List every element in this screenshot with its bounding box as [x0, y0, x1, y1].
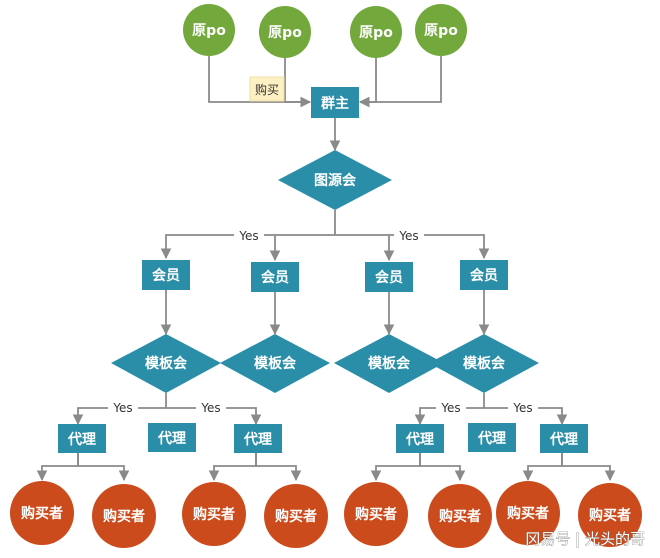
edge-source3-owner	[358, 56, 377, 108]
edge-source4-owner	[358, 56, 442, 108]
source-label: 原po	[359, 25, 393, 41]
watermark-text: 冈易号 | 光头的哥	[525, 530, 645, 548]
buyer-node: 购买者	[10, 481, 74, 545]
buy-note-label: 购买	[255, 82, 279, 97]
agent-node: 代理	[540, 424, 588, 453]
template-label: 模板会	[254, 355, 297, 372]
buyer-label: 购买者	[103, 508, 145, 525]
source-label: 原po	[268, 25, 302, 41]
buyer-label: 购买者	[439, 508, 481, 525]
member-label: 会员	[470, 267, 498, 284]
edge-agent2-buyer3	[208, 453, 257, 482]
member-node: 会员	[142, 260, 190, 290]
yes-label: Yes	[398, 229, 418, 243]
edge-branch-left	[160, 234, 335, 260]
buyer-label: 购买者	[589, 507, 631, 524]
edge-agent6-buyer7	[522, 453, 563, 482]
member-nodes: 会员 会员 会员 会员	[142, 260, 508, 292]
agent-node: 代理	[234, 424, 282, 453]
group-owner-node: 群主	[311, 87, 359, 118]
source-nodes: 原po 原po 原po 原po	[183, 4, 467, 58]
watermark: 冈易号 | 光头的哥	[525, 530, 645, 549]
member-label: 会员	[152, 267, 180, 284]
image-source-group-node: 图源会	[278, 150, 392, 210]
image-source-group-label: 图源会	[314, 172, 357, 189]
buyer-node: 购买者	[182, 482, 246, 546]
member-node: 会员	[251, 262, 299, 292]
template-node: 模板会	[429, 334, 539, 393]
buyer-label: 购买者	[193, 506, 235, 523]
buyer-label: 购买者	[355, 506, 397, 523]
agent-label: 代理	[67, 431, 96, 448]
agent-label: 代理	[405, 431, 434, 448]
template-nodes: 模板会 模板会 模板会 模板会	[111, 334, 539, 393]
edge-agent1-buyer2	[77, 453, 130, 482]
buyer-nodes: 购买者 购买者 购买者 购买者 购买者 购买者 购买者 购买者	[10, 481, 642, 548]
edge-source1-owner	[208, 56, 312, 108]
source-node: 原po	[350, 6, 402, 58]
buy-note: 购买	[249, 76, 285, 102]
agent-node: 代理	[58, 424, 106, 453]
buyer-node: 购买者	[264, 484, 328, 548]
yes-label: Yes	[440, 401, 460, 415]
edge-agent2-buyer4	[255, 453, 302, 482]
yes-label: Yes	[200, 401, 220, 415]
agent-label: 代理	[477, 430, 506, 447]
edges	[36, 56, 616, 482]
edge-source2-owner	[284, 56, 312, 108]
source-label: 原po	[192, 23, 226, 39]
buyer-label: 购买者	[275, 508, 317, 525]
source-node: 原po	[183, 4, 235, 56]
agent-node: 代理	[148, 423, 196, 452]
template-node: 模板会	[220, 334, 330, 393]
edge-agent4-buyer6	[419, 453, 466, 482]
agent-node: 代理	[468, 423, 516, 452]
edge-branch-right	[335, 234, 490, 260]
source-node: 原po	[415, 4, 467, 56]
edge-agent4-buyer5	[370, 453, 421, 482]
buyer-label: 购买者	[21, 505, 63, 522]
agent-label: 代理	[243, 431, 272, 448]
yes-label: Yes	[112, 401, 132, 415]
agent-label: 代理	[549, 431, 578, 448]
edge-agent6-buyer8	[561, 453, 616, 482]
buyer-node: 购买者	[92, 484, 156, 548]
buyer-label: 购买者	[507, 505, 549, 522]
member-label: 会员	[261, 269, 289, 286]
buyer-node: 购买者	[496, 481, 560, 545]
buyer-node: 购买者	[428, 484, 492, 548]
agent-node: 代理	[396, 424, 444, 453]
buyer-node: 购买者	[344, 482, 408, 546]
source-label: 原po	[424, 23, 458, 39]
template-label: 模板会	[463, 355, 506, 372]
buyer-node: 购买者	[578, 483, 642, 547]
agent-label: 代理	[157, 430, 186, 447]
agent-nodes: 代理 代理 代理 代理 代理 代理	[58, 423, 588, 453]
member-node: 会员	[365, 262, 413, 292]
template-node: 模板会	[111, 334, 221, 393]
source-node: 原po	[259, 6, 311, 58]
yes-label: Yes	[238, 229, 258, 243]
template-label: 模板会	[368, 355, 411, 372]
member-node: 会员	[460, 260, 508, 290]
template-label: 模板会	[145, 355, 188, 372]
group-owner-label: 群主	[320, 95, 349, 112]
member-label: 会员	[375, 269, 403, 286]
edge-agent1-buyer1	[36, 453, 79, 482]
yes-label: Yes	[512, 401, 532, 415]
template-node: 模板会	[334, 334, 444, 393]
yes-labels: Yes Yes Yes Yes Yes Yes	[108, 227, 538, 416]
